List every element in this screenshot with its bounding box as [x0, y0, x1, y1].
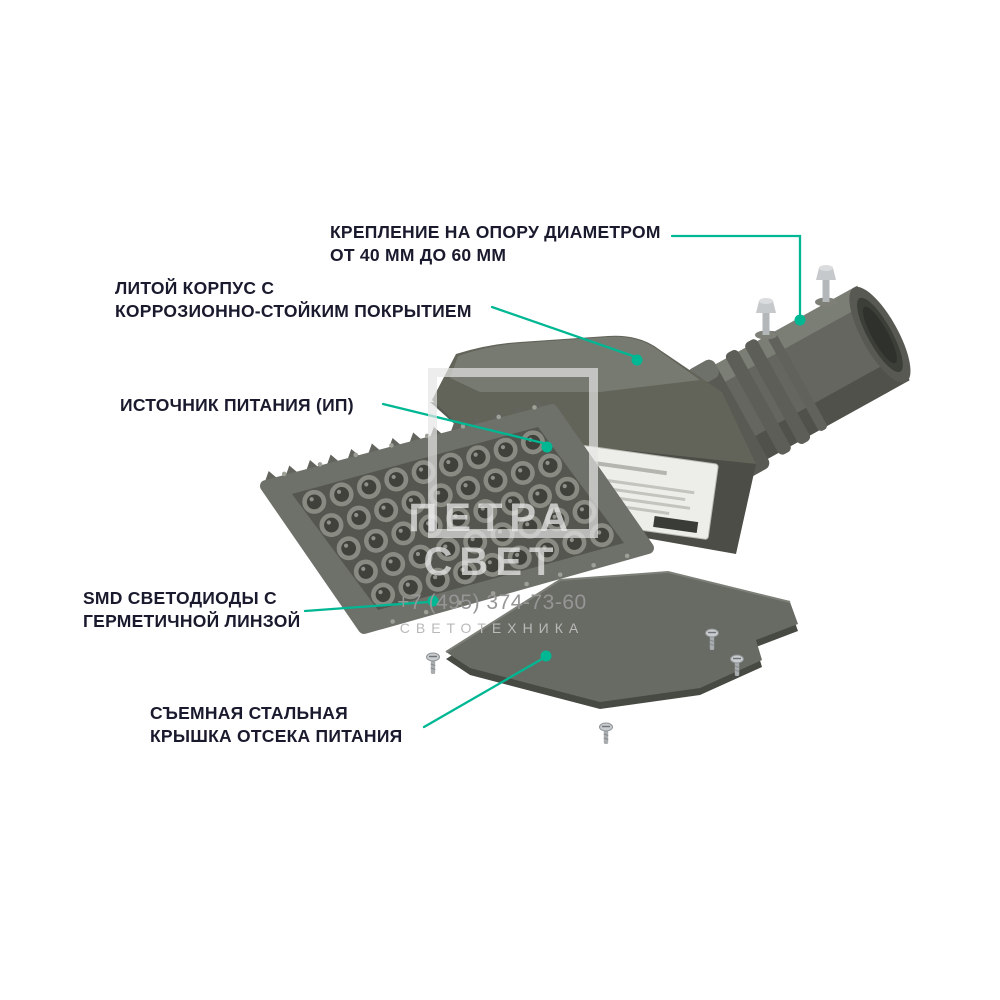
led-lens-array	[302, 430, 614, 607]
callout-leds-line1: SMD СВЕТОДИОДЫ С	[83, 588, 277, 608]
callout-mount-line2: ОТ 40 ММ ДО 60 ММ	[330, 245, 507, 266]
panel-frame-screws	[281, 405, 630, 624]
callout-housing-line2: КОРРОЗИОННО-СТОЙКИМ ПОКРЫТИЕМ	[115, 301, 472, 322]
callout-label-mount: КРЕПЛЕНИЕ НА ОПОРУ ДИАМЕТРОМ ОТ 40 ММ ДО…	[330, 221, 661, 267]
callout-line-mount	[670, 234, 802, 316]
callout-label-cover: СЪЕМНАЯ СТАЛЬНАЯ КРЫШКА ОТСЕКА ПИТАНИЯ	[150, 702, 402, 748]
callout-dot-cover	[540, 650, 552, 662]
callout-dot-leds	[427, 595, 439, 607]
callout-dot-psu	[541, 441, 553, 453]
mount-bolt-icon	[755, 298, 777, 340]
callout-lines	[303, 234, 802, 729]
callout-label-housing: ЛИТОЙ КОРПУС С КОРРОЗИОННО-СТОЙКИМ ПОКРЫ…	[115, 277, 472, 323]
callout-label-psu: ИСТОЧНИК ПИТАНИЯ (ИП)	[120, 394, 354, 417]
cover-screws	[426, 628, 744, 744]
mount-bolt-icon	[815, 265, 837, 307]
callout-housing-line1: ЛИТОЙ КОРПУС С	[115, 278, 275, 298]
callout-label-leds: SMD СВЕТОДИОДЫ С ГЕРМЕТИЧНОЙ ЛИНЗОЙ	[83, 587, 300, 633]
callout-line-cover	[422, 657, 544, 729]
callout-leds-line2: ГЕРМЕТИЧНОЙ ЛИНЗОЙ	[83, 611, 301, 632]
callout-dot-housing	[631, 354, 643, 366]
callout-cover-line1: СЪЕМНАЯ СТАЛЬНАЯ	[150, 703, 348, 723]
callout-line-housing	[490, 305, 635, 358]
led-panel	[260, 399, 654, 634]
callout-cover-line2: КРЫШКА ОТСЕКА ПИТАНИЯ	[150, 726, 403, 747]
callout-mount-line1: КРЕПЛЕНИЕ НА ОПОРУ ДИАМЕТРОМ	[330, 222, 661, 242]
callout-line-leds	[303, 600, 430, 613]
callout-line-psu	[381, 402, 545, 445]
callout-dots	[427, 314, 806, 662]
steel-cover-plate	[445, 570, 798, 709]
callout-psu-line1: ИСТОЧНИК ПИТАНИЯ (ИП)	[120, 395, 354, 415]
callout-dot-mount	[794, 314, 806, 326]
